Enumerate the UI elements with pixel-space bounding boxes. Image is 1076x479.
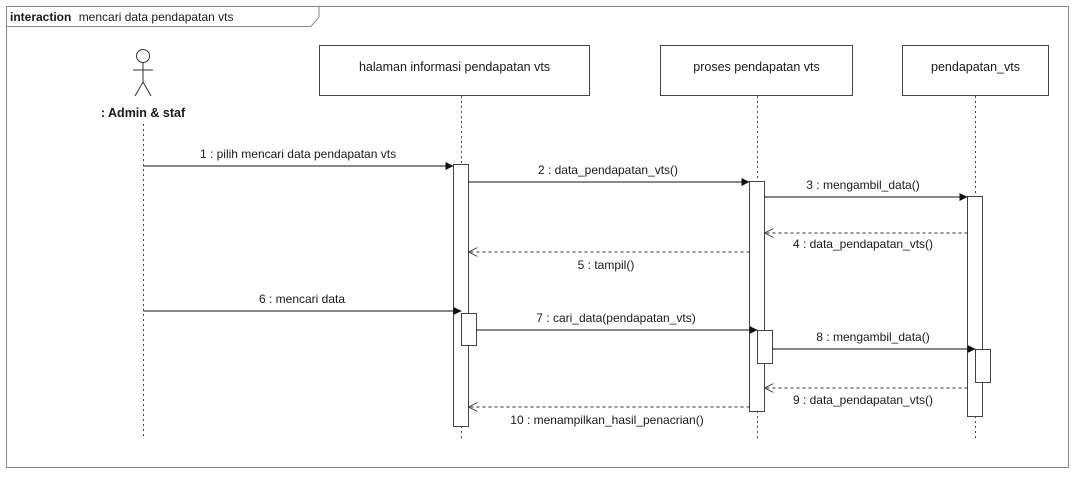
message-8: 8 : mengambil_data() xyxy=(772,330,976,353)
stick-figure-icon xyxy=(133,49,153,97)
actor-name: : Admin & staf xyxy=(101,106,186,120)
frame-title: mencari data pendapatan vts xyxy=(79,10,234,24)
message-7-label: 7 : cari_data(pendapatan_vts) xyxy=(536,311,695,325)
message-7: 7 : cari_data(pendapatan_vts) xyxy=(476,311,758,334)
message-4-label: 4 : data_pendapatan_vts() xyxy=(793,237,933,251)
frame-keyword: interaction xyxy=(10,10,71,24)
message-1: 1 : pilih mencari data pendapatan vts xyxy=(143,147,454,170)
actor-admin: : Admin & staf xyxy=(101,49,186,120)
lifeline-label-process: proses pendapatan vts xyxy=(693,60,819,74)
activation-page-nested xyxy=(461,313,477,346)
message-3: 3 : mengambil_data() xyxy=(764,178,968,201)
activation-process xyxy=(749,181,765,412)
message-6-label: 6 : mencari data xyxy=(259,292,345,306)
message-3-label: 3 : mengambil_data() xyxy=(806,178,919,192)
interaction-frame xyxy=(6,6,1069,468)
message-5-label: 5 : tampil() xyxy=(578,258,635,272)
message-9: 9 : data_pendapatan_vts() xyxy=(765,388,968,407)
message-2: 2 : data_pendapatan_vts() xyxy=(468,163,750,186)
activation-page xyxy=(453,164,469,427)
lifeline-head-page: halaman informasi pendapatan vts xyxy=(319,45,590,96)
activation-table-nested xyxy=(975,349,991,383)
message-9-label: 9 : data_pendapatan_vts() xyxy=(793,393,933,407)
lifeline-head-table: pendapatan_vts xyxy=(902,45,1049,96)
lifeline-label-page: halaman informasi pendapatan vts xyxy=(359,60,550,74)
message-4: 4 : data_pendapatan_vts() xyxy=(765,233,968,251)
message-5: 5 : tampil() xyxy=(469,252,750,272)
message-1-label: 1 : pilih mencari data pendapatan vts xyxy=(200,147,396,161)
message-10: 10 : menampilkan_hasil_penacrian() xyxy=(469,407,750,427)
activation-table xyxy=(967,196,983,417)
message-8-label: 8 : mengambil_data() xyxy=(816,330,929,344)
frame-label-pentagon xyxy=(6,6,320,27)
lifeline-head-process: proses pendapatan vts xyxy=(660,45,853,96)
lifeline-label-table: pendapatan_vts xyxy=(931,60,1020,74)
frame-label: interaction mencari data pendapatan vts xyxy=(10,10,233,24)
message-10-label: 10 : menampilkan_hasil_penacrian() xyxy=(510,413,703,427)
message-2-label: 2 : data_pendapatan_vts() xyxy=(538,163,678,177)
activation-process-nested xyxy=(757,330,773,364)
message-6: 6 : mencari data xyxy=(143,292,462,315)
